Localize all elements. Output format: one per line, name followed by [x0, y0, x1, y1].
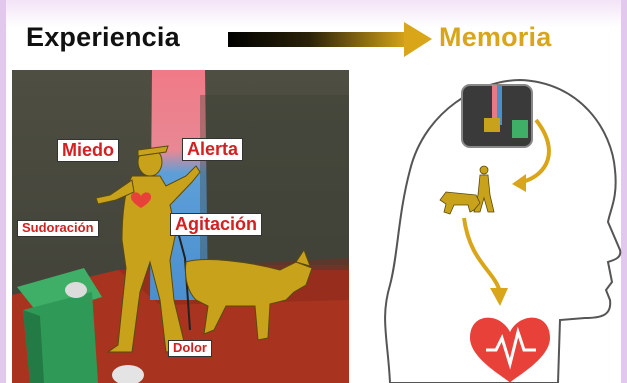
label-miedo: Miedo: [57, 139, 119, 162]
label-alerta: Alerta: [182, 138, 244, 161]
label-dolor: Dolor: [168, 340, 212, 357]
person-silhouette: [95, 145, 201, 353]
memoria-title: Memoria: [439, 22, 552, 52]
memory-arrow-1: [521, 118, 551, 184]
experiencia-title: Experiencia: [26, 22, 180, 52]
brain-memory-image: [461, 84, 533, 148]
memory-arrow-2: [462, 217, 502, 293]
person-dog-memory: [435, 160, 505, 220]
chest-heart-icon: [130, 192, 152, 208]
heart-pulse-icon: [470, 317, 550, 383]
experience-to-memory-arrow: [228, 22, 432, 57]
trash-can: [17, 268, 144, 383]
label-sudoracion: Sudoración: [17, 220, 99, 237]
label-agitacion: Agitación: [170, 213, 263, 236]
leash: [177, 231, 191, 331]
dog-silhouette: [185, 248, 313, 341]
head-silhouette: [384, 78, 622, 383]
